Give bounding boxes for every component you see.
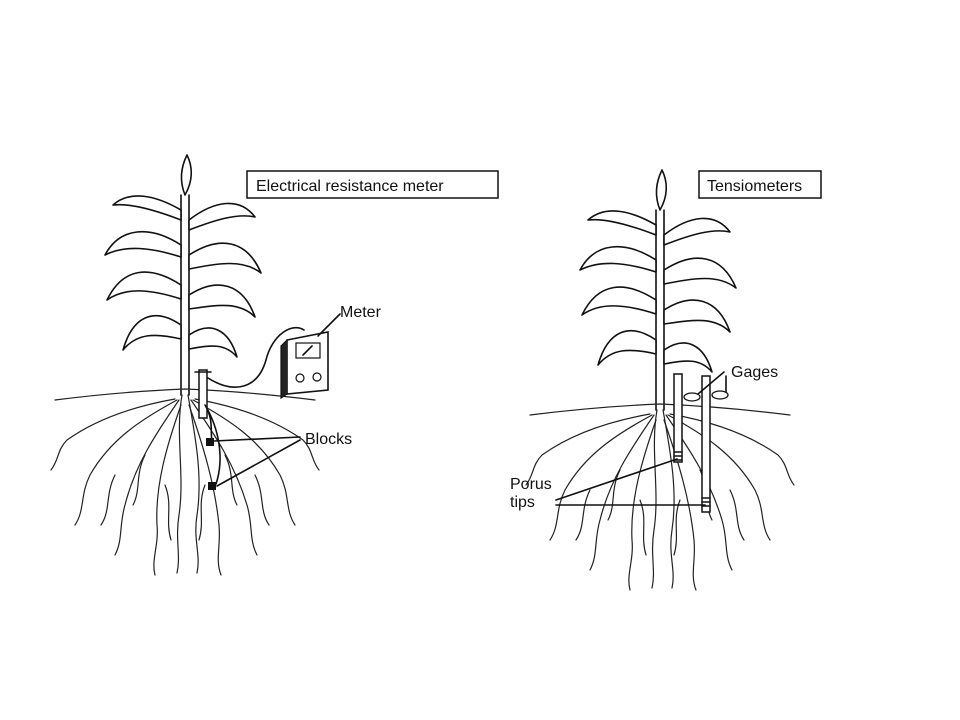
- panel-tensiometers: Tensiometers Gages Porus tips: [510, 169, 822, 591]
- block-lower: [208, 482, 216, 490]
- meter-leader: [317, 313, 341, 337]
- gage-icon: [711, 390, 729, 400]
- tensiometer-long: [701, 375, 729, 513]
- block-upper: [206, 438, 214, 446]
- title-box: [698, 170, 822, 199]
- porus-leaders: [555, 458, 706, 506]
- root-system: [50, 388, 320, 576]
- tensiometer-short: [673, 373, 701, 463]
- meter-cable: [207, 326, 305, 388]
- panel-title: Tensiometers: [707, 178, 802, 195]
- block-wires: [204, 404, 221, 485]
- label-blocks: Blocks: [305, 431, 352, 448]
- corn-plant: [104, 154, 262, 396]
- label-porus: Porus: [510, 476, 552, 493]
- corn-plant: [579, 169, 737, 411]
- access-tube: [194, 369, 212, 419]
- gage-icon: [683, 392, 701, 402]
- meter-knob-left: [295, 373, 305, 383]
- meter-knob-right: [312, 372, 322, 382]
- panel-title: Electrical resistance meter: [256, 178, 444, 195]
- label-meter: Meter: [340, 304, 382, 321]
- label-gages: Gages: [731, 364, 778, 381]
- title-box: [246, 170, 499, 199]
- gages-leaders: [697, 371, 727, 395]
- panel-electrical-resistance: Electrical resistance meter Meter Block: [50, 154, 499, 576]
- blocks-leaders: [213, 436, 301, 487]
- label-tips: tips: [510, 494, 535, 511]
- meter-device: [280, 331, 329, 400]
